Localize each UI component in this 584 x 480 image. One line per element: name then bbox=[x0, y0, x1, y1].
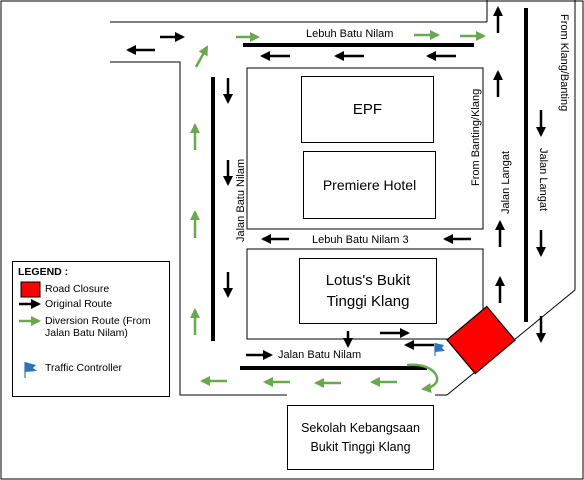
school-building-label: Sekolah Kebangsaan Bukit Tinggi Klang bbox=[301, 420, 420, 454]
from-klang-banting-label: From Klang/Banting bbox=[558, 14, 570, 111]
jalan-batu-nilam-bottom-label: Jalan Batu Nilam bbox=[278, 349, 361, 361]
jalan-langat-right-label: Jalan Langat bbox=[537, 148, 549, 211]
legend-traffic-controller-flag-icon bbox=[24, 362, 37, 378]
legend-original-route-label: Original Route bbox=[45, 298, 113, 310]
legend-traffic-controller-label: Traffic Controller bbox=[45, 362, 123, 374]
diversion-route-arrows bbox=[190, 30, 486, 394]
epf-building: EPF bbox=[301, 76, 434, 143]
legend-road-closure-label: Road Closure bbox=[45, 283, 110, 295]
lotus-building-label: Lotus's Bukit Tinggi Klang bbox=[325, 272, 411, 310]
epf-building-label: EPF bbox=[352, 101, 383, 118]
traffic-controller-flag-icon bbox=[434, 343, 445, 356]
jalan-batu-nilam-vertical-label: Jalan Batu Nilam bbox=[235, 159, 247, 242]
lebuh-batu-nilam-label: Lebuh Batu Nilam bbox=[306, 28, 393, 40]
school-building: Sekolah Kebangsaan Bukit Tinggi Klang bbox=[287, 405, 434, 470]
jalan-langat-left-label: Jalan Langat bbox=[500, 151, 512, 214]
legend: LEGEND : Road Closure Original Route Div… bbox=[12, 261, 170, 397]
lotus-building: Lotus's Bukit Tinggi Klang bbox=[299, 258, 437, 324]
route-bars bbox=[211, 8, 528, 370]
legend-diversion-route-label: Diversion Route (From Jalan Batu Nilam) bbox=[45, 315, 151, 339]
legend-title: LEGEND : bbox=[18, 266, 69, 278]
road-closure-marker bbox=[446, 305, 516, 375]
legend-road-closure-swatch bbox=[20, 281, 41, 298]
from-banting-klang-label: From Banting/Klang bbox=[470, 89, 482, 186]
premiere-hotel-building: Premiere Hotel bbox=[303, 151, 436, 219]
lebuh-batu-nilam-3-label: Lebuh Batu Nilam 3 bbox=[312, 234, 409, 246]
legend-symbols bbox=[19, 281, 41, 378]
original-route-arrows bbox=[126, 6, 546, 360]
road-edges bbox=[110, 0, 576, 396]
premiere-hotel-building-label: Premiere Hotel bbox=[322, 177, 417, 193]
